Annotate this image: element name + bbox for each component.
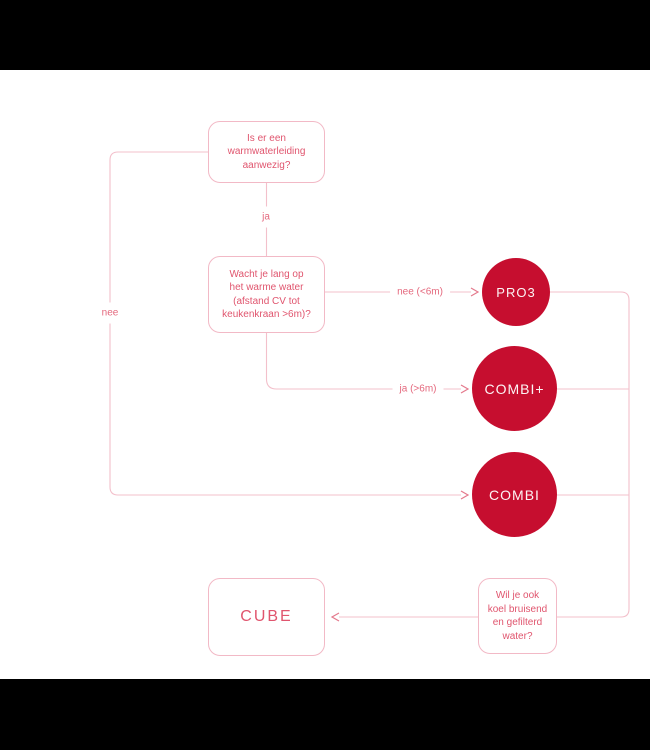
edge-label-ja-gt6m: ja (>6m) — [392, 382, 444, 396]
question-box-warmwaterleiding: Is er een warmwaterleiding aanwezig? — [208, 121, 325, 183]
edge-q1-combi — [109, 151, 461, 496]
edge-label-nee: nee — [98, 302, 122, 324]
question-line: Is er een — [247, 132, 286, 144]
node-pro3: PRO3 — [482, 258, 550, 326]
arrow-right-icon — [460, 384, 470, 394]
node-combi: COMBI — [472, 452, 557, 537]
arrow-right-icon — [460, 490, 470, 500]
question-line: (afstand CV tot — [233, 295, 300, 307]
question-line: en gefilterd — [492, 617, 543, 628]
question-line: koel bruisend — [487, 603, 548, 615]
edge-q2-combiplus — [265, 333, 461, 390]
question-line: water? — [502, 630, 533, 642]
question-line: het warme water — [229, 282, 304, 293]
arrow-right-icon — [470, 287, 480, 297]
arrow-left-icon — [330, 612, 340, 622]
node-cube: CUBE — [208, 578, 325, 656]
flowchart-canvas: Is er een warmwaterleiding aanwezig? ja … — [0, 70, 650, 679]
edge-label-nee-lt6m: nee (<6m) — [390, 285, 450, 299]
node-pro3-label: PRO3 — [496, 284, 536, 300]
question-line: Wil je ook — [495, 590, 540, 601]
question-box-koelwater: Wil je ook koel bruisend en gefilterd wa… — [478, 578, 557, 654]
letterbox-bottom — [0, 679, 650, 750]
node-combi-label: COMBI — [489, 486, 540, 503]
edge-label-ja: ja — [259, 206, 273, 228]
node-combi-plus-label: COMBI+ — [484, 380, 545, 397]
node-cube-label: CUBE — [240, 608, 293, 626]
question-box-wachttijd: Wacht je lang op het warme water (afstan… — [208, 256, 325, 333]
question-line: Wacht je lang op — [229, 268, 304, 280]
question-line: aanwezig? — [242, 159, 291, 171]
connector-lines — [109, 151, 630, 622]
question-line: warmwaterleiding — [227, 146, 306, 158]
letterbox-top — [0, 0, 650, 70]
edge-pro3-q3 — [550, 291, 630, 618]
question-line: keukenkraan >6m)? — [222, 309, 311, 320]
node-combi-plus: COMBI+ — [472, 346, 557, 431]
